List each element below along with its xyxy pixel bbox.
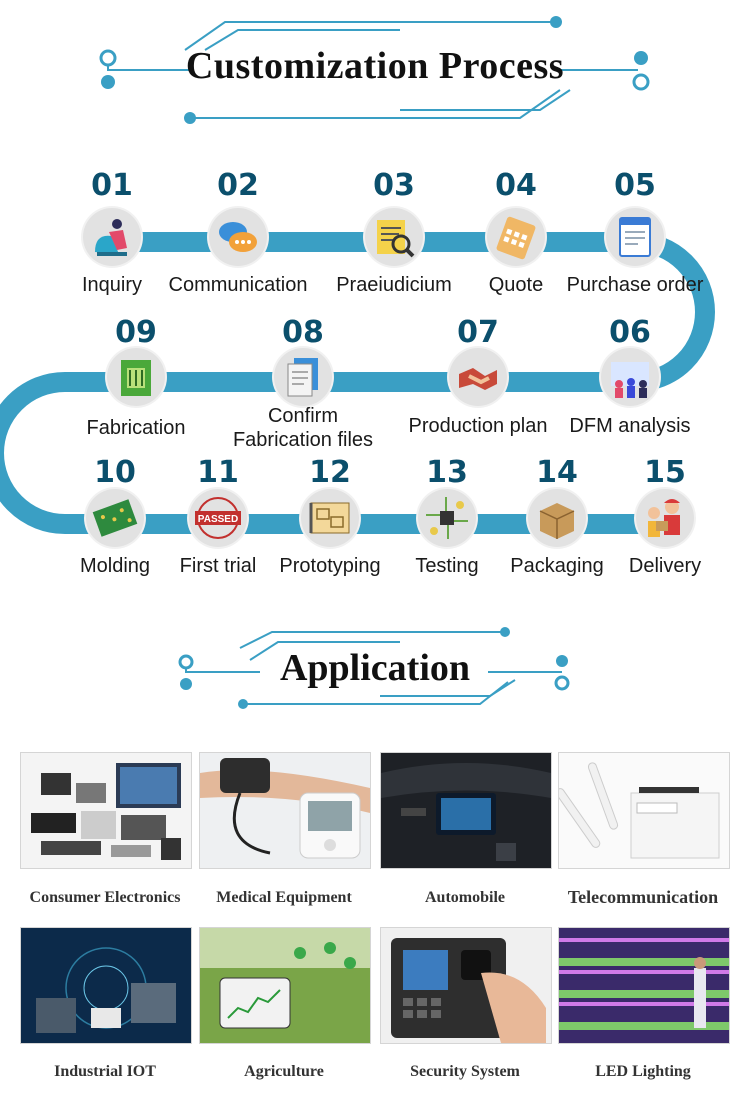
step-label-13: Testing	[415, 555, 479, 577]
app-image-security-system	[380, 927, 552, 1044]
calculator-icon	[496, 216, 536, 260]
step-label-10: Molding	[79, 555, 151, 577]
step-label-05: Purchase order	[566, 274, 704, 296]
passed-stamp-text: PASSED	[198, 514, 238, 525]
car-dashboard-photo-icon	[381, 753, 551, 868]
step-label-06: DFM analysis	[569, 415, 691, 437]
step-circle-13	[418, 489, 476, 547]
step-label-08: Confirm Fabrication files	[232, 405, 374, 451]
step-number-12: 12	[309, 455, 351, 490]
process-title: Customization Process	[185, 45, 565, 87]
step-label-04: Quote	[488, 274, 544, 296]
step-number-15: 15	[644, 455, 686, 490]
app-image-agriculture	[199, 927, 371, 1044]
blueprint-icon	[309, 502, 350, 534]
application-title: Application	[279, 647, 471, 689]
box-icon	[539, 503, 575, 539]
app-label-security-system: Security System	[410, 1063, 520, 1080]
step-number-06: 06	[609, 315, 651, 350]
agriculture-photo-icon	[200, 928, 370, 1043]
app-image-medical-equipment	[199, 752, 371, 869]
step-circle-07	[449, 348, 507, 406]
step-number-04: 04	[495, 168, 537, 203]
app-image-led-lighting	[558, 927, 730, 1044]
step-circle-09	[107, 348, 165, 406]
step-number-01: 01	[91, 168, 133, 203]
files-icon	[287, 358, 318, 397]
step-number-10: 10	[94, 455, 136, 490]
pcb-board-icon	[92, 499, 138, 537]
handshake-icon	[459, 368, 497, 390]
step-number-13: 13	[426, 455, 468, 490]
step-number-08: 08	[282, 315, 324, 350]
document-magnifier-icon	[377, 220, 415, 258]
step-circle-10	[86, 489, 144, 547]
led-grow-photo-icon	[559, 928, 729, 1043]
title-decoration-top	[99, 16, 650, 124]
courier-icon	[648, 499, 680, 537]
step-circle-03	[365, 208, 423, 266]
app-image-telecommunication	[558, 752, 730, 869]
title-decoration-application	[178, 627, 570, 709]
chat-bubbles-icon	[219, 222, 257, 252]
step-label-11: First trial	[179, 555, 257, 577]
app-label-industrial-iot: Industrial IOT	[54, 1063, 156, 1080]
router-photo-icon	[559, 753, 729, 868]
step-number-14: 14	[536, 455, 578, 490]
step-label-03: Praeiudicium	[336, 274, 452, 296]
step-number-05: 05	[614, 168, 656, 203]
passed-stamp-icon: PASSED	[195, 497, 241, 539]
app-label-led-lighting: LED Lighting	[595, 1063, 691, 1080]
step-number-02: 02	[217, 168, 259, 203]
chip-icon	[121, 360, 151, 396]
step-circle-04	[487, 208, 545, 266]
step-circle-11: PASSED	[189, 489, 247, 547]
app-image-industrial-iot	[20, 927, 192, 1044]
app-label-medical-equipment: Medical Equipment	[216, 889, 352, 906]
step-number-09: 09	[115, 315, 157, 350]
app-label-telecommunication: Telecommunication	[567, 887, 719, 907]
step-circle-14	[528, 489, 586, 547]
order-form-icon	[619, 217, 651, 257]
step-number-07: 07	[457, 315, 499, 350]
step-label-09: Fabrication	[86, 417, 186, 439]
app-label-agriculture: Agriculture	[244, 1063, 324, 1080]
blood-pressure-photo-icon	[200, 753, 370, 868]
app-label-automobile: Automobile	[425, 889, 505, 906]
step-label-02: Communication	[168, 274, 308, 296]
step-label-07: Production plan	[408, 415, 548, 437]
team-analysis-icon	[611, 362, 649, 398]
step-label-15: Delivery	[628, 555, 702, 577]
step-circle-08	[274, 348, 332, 406]
step-circle-12	[301, 489, 359, 547]
step-label-12: Prototyping	[279, 555, 381, 577]
step-circle-02	[209, 208, 267, 266]
app-image-consumer-electronics	[20, 752, 192, 869]
industrial-iot-photo-icon	[21, 928, 191, 1043]
circuit-test-icon	[426, 497, 468, 539]
app-label-consumer-electronics: Consumer Electronics	[29, 889, 181, 906]
step-circle-01	[83, 208, 141, 266]
step-circle-06	[601, 348, 659, 406]
step-label-14: Packaging	[510, 555, 604, 577]
step-circle-05	[606, 208, 664, 266]
app-image-automobile	[380, 752, 552, 869]
step-label-01: Inquiry	[81, 274, 143, 296]
step-number-11: 11	[197, 455, 239, 490]
process-track	[0, 232, 715, 534]
electronics-photo-icon	[21, 753, 191, 868]
step-number-03: 03	[373, 168, 415, 203]
fingerprint-photo-icon	[381, 928, 551, 1043]
step-circle-15	[636, 489, 694, 547]
person-chair-icon	[95, 219, 127, 256]
